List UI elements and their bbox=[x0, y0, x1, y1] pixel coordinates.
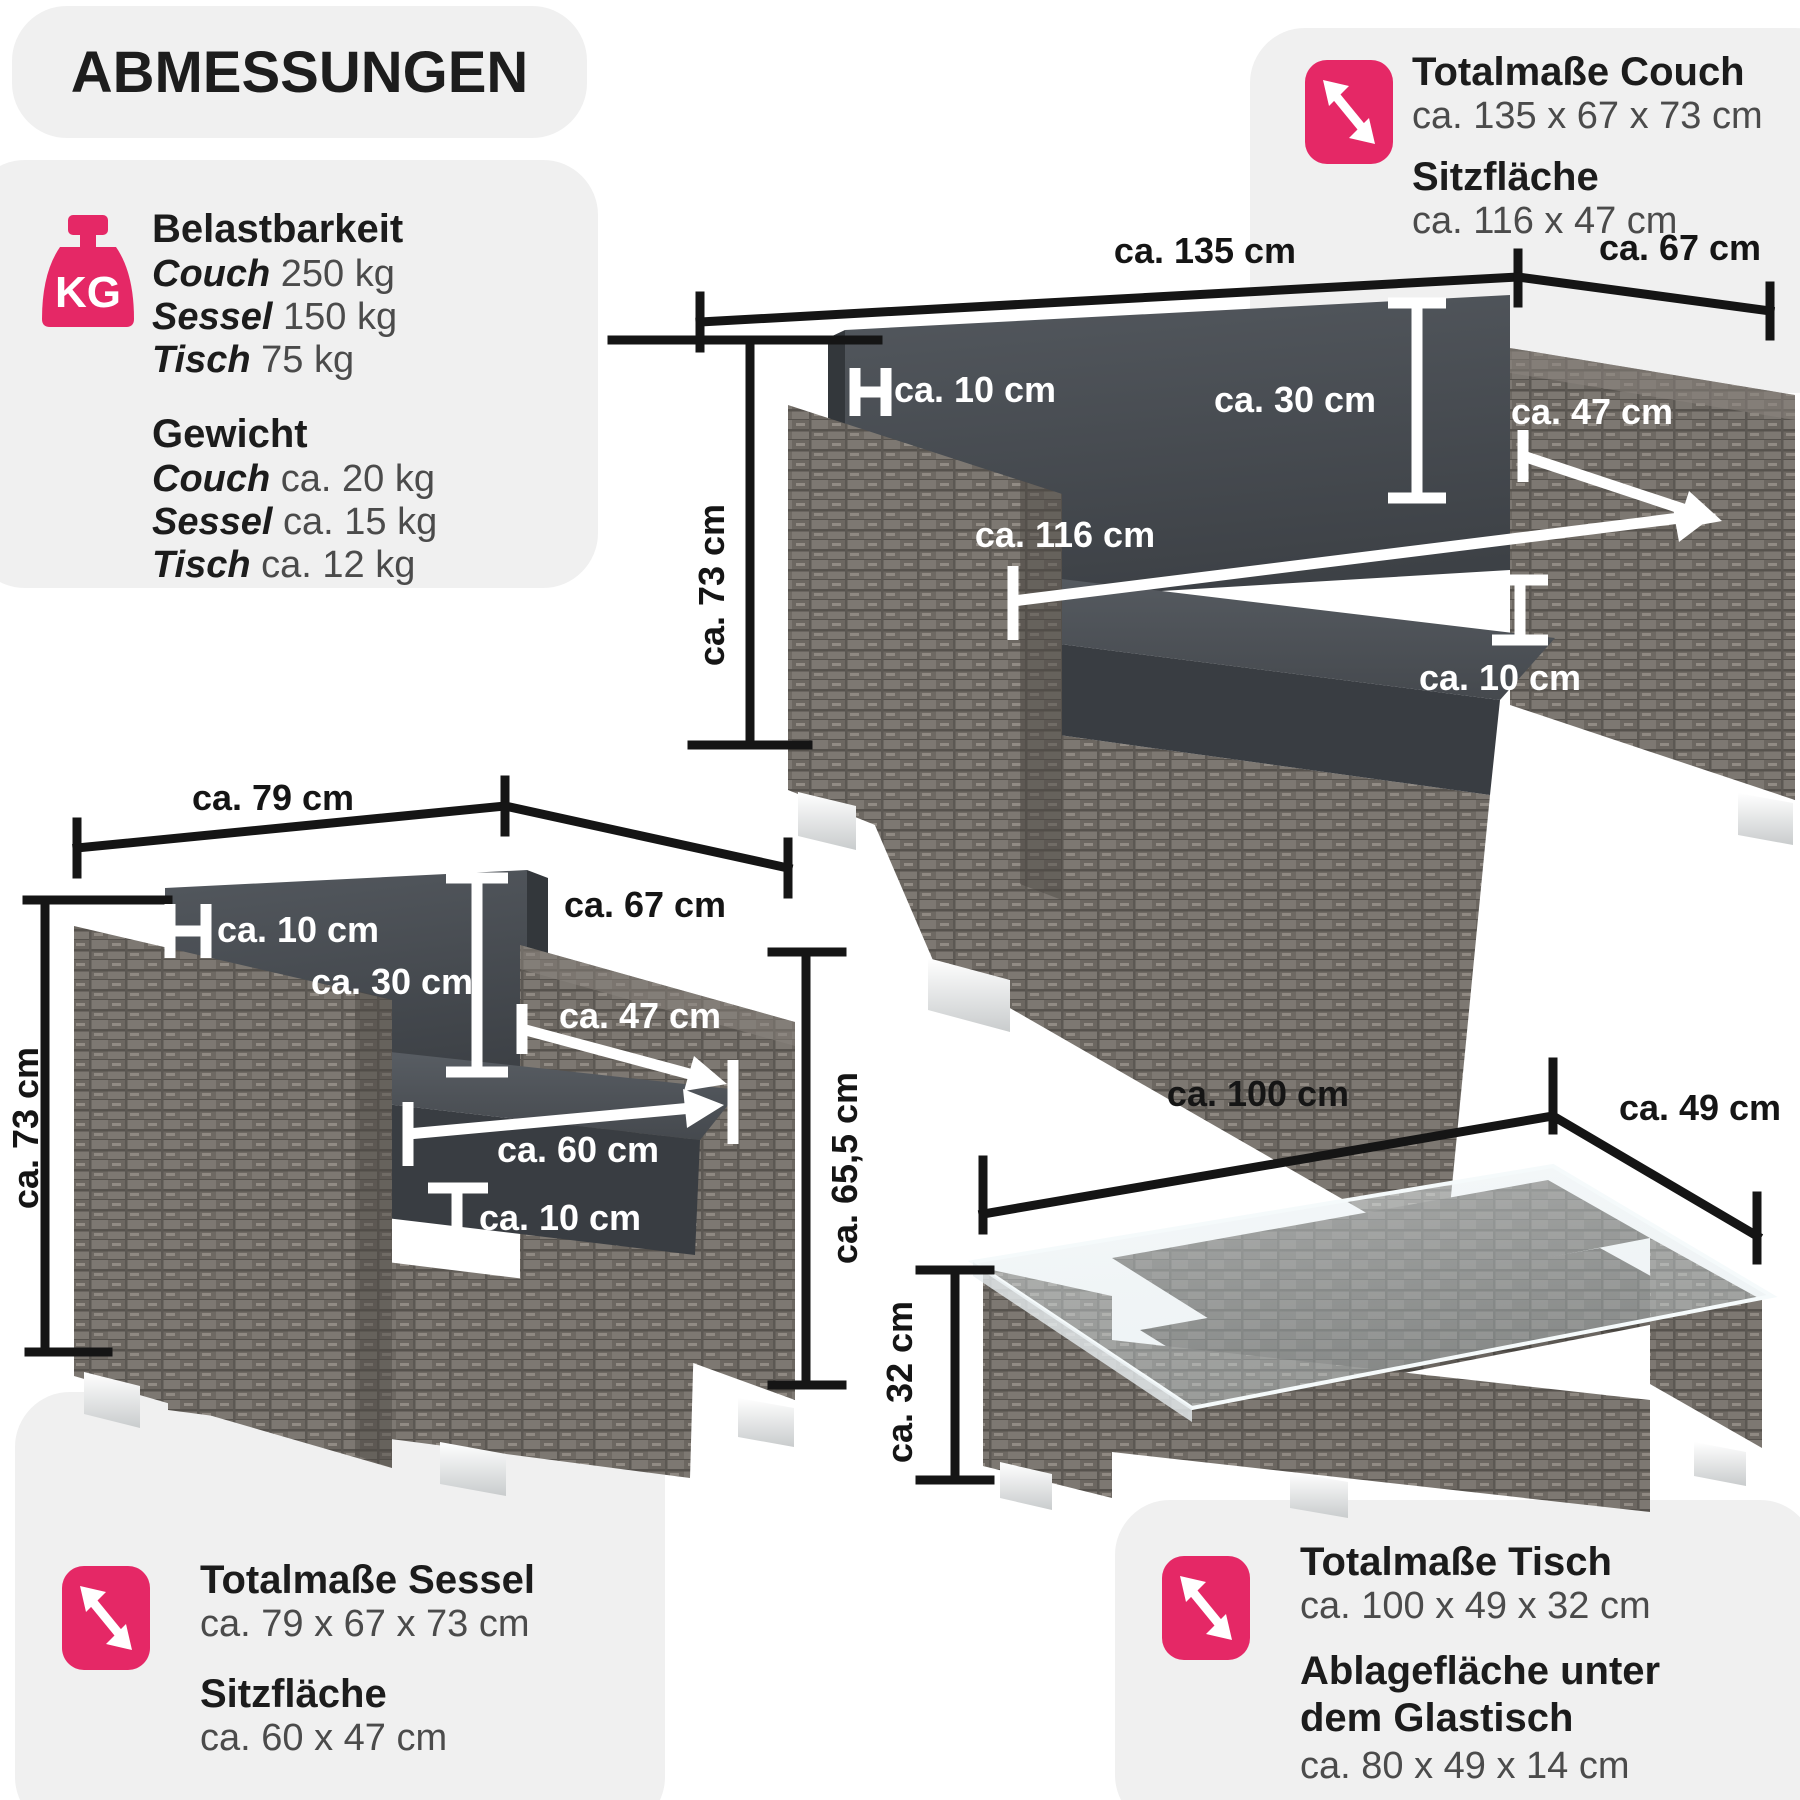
sessel-seat-width-label: ca. 60 cm bbox=[496, 1129, 660, 1170]
weight-row: Couch ca. 20 kg bbox=[152, 458, 435, 501]
weight-heading: Gewicht bbox=[152, 412, 308, 456]
weight-item-name: Tisch bbox=[152, 544, 251, 586]
white-arrowheads bbox=[683, 491, 1722, 1128]
couch-back-height-label: ca. 30 cm bbox=[1213, 379, 1377, 420]
load-heading: Belastbarkeit bbox=[152, 207, 404, 251]
weight-item-name: Couch bbox=[152, 458, 271, 500]
couch-info-subdims: ca. 116 x 47 cm bbox=[1412, 200, 1678, 242]
couch-depth-label: ca. 67 cm bbox=[1598, 227, 1762, 268]
load-item-value: 75 kg bbox=[261, 339, 355, 381]
kg-weight-icon: KG bbox=[42, 215, 134, 327]
load-row: Sessel 150 kg bbox=[152, 296, 397, 339]
load-item-value: 150 kg bbox=[283, 296, 398, 338]
couch-info-subtitle: Sitzfläche bbox=[1412, 155, 1599, 199]
couch-seat-depth-label: ca. 47 cm bbox=[1510, 391, 1674, 432]
tisch-info-subtitle: Ablagefläche unter dem Glastisch bbox=[1300, 1649, 1661, 1741]
black-dimension-lines bbox=[22, 248, 1776, 1485]
tisch-info-dims: ca. 100 x 49 x 32 cm bbox=[1300, 1585, 1651, 1627]
tisch-info-title: Totalmaße Tisch bbox=[1300, 1540, 1612, 1584]
sessel-info-title: Totalmaße Sessel bbox=[200, 1558, 535, 1602]
tisch-width-label: ca. 100 cm bbox=[1166, 1073, 1350, 1114]
page-title: ABMESSUNGEN bbox=[70, 39, 529, 105]
load-item-value: 250 kg bbox=[280, 253, 395, 295]
white-dimension-lines bbox=[164, 297, 1694, 1264]
weight-item-value: ca. 20 kg bbox=[280, 458, 435, 500]
dimensions-arrow-icon bbox=[1162, 1556, 1250, 1660]
couch-illustration bbox=[788, 295, 1795, 1304]
weight-row: Sessel ca. 15 kg bbox=[152, 501, 437, 544]
couch-seat-width-label: ca. 116 cm bbox=[974, 514, 1156, 555]
armchair-illustration bbox=[74, 870, 795, 1496]
sessel-armrest-height-label: ca. 65,5 cm bbox=[824, 1071, 865, 1265]
dimensions-arrow-icon bbox=[1305, 60, 1393, 164]
weight-row: Tisch ca. 12 kg bbox=[152, 544, 415, 587]
sessel-width-label: ca. 79 cm bbox=[191, 777, 355, 818]
weight-item-value: ca. 15 kg bbox=[283, 501, 438, 543]
tisch-depth-label: ca. 49 cm bbox=[1618, 1087, 1782, 1128]
couch-seat-thickness-label: ca. 10 cm bbox=[1418, 657, 1582, 698]
sessel-back-height-label: ca. 30 cm bbox=[310, 961, 474, 1002]
title-panel: ABMESSUNGEN bbox=[12, 6, 587, 138]
sessel-info-subdims: ca. 60 x 47 cm bbox=[200, 1717, 448, 1759]
dimensions-arrow-icon bbox=[62, 1566, 150, 1670]
tisch-info-subdims: ca. 80 x 49 x 14 cm bbox=[1300, 1745, 1630, 1787]
couch-back-thickness-label: ca. 10 cm bbox=[893, 369, 1057, 410]
couch-info-title: Totalmaße Couch bbox=[1412, 50, 1745, 94]
load-row: Tisch 75 kg bbox=[152, 339, 354, 382]
couch-width-label: ca. 135 cm bbox=[1113, 230, 1297, 271]
load-item-name: Tisch bbox=[152, 339, 251, 381]
load-item-name: Couch bbox=[152, 253, 271, 295]
kg-icon-label: KG bbox=[55, 268, 121, 317]
couch-height-label: ca. 73 cm bbox=[691, 503, 732, 667]
sessel-seat-thickness-label: ca. 10 cm bbox=[478, 1197, 642, 1238]
sessel-height-label: ca. 73 cm bbox=[5, 1046, 46, 1210]
couch-info-dims: ca. 135 x 67 x 73 cm bbox=[1412, 95, 1763, 137]
weight-item-value: ca. 12 kg bbox=[261, 544, 416, 586]
sessel-info-subtitle: Sitzfläche bbox=[200, 1672, 387, 1716]
load-row: Couch 250 kg bbox=[152, 253, 395, 296]
sessel-depth-label: ca. 67 cm bbox=[563, 884, 727, 925]
sessel-info-dims: ca. 79 x 67 x 73 cm bbox=[200, 1603, 530, 1645]
load-item-name: Sessel bbox=[152, 296, 273, 338]
sessel-back-thickness-label: ca. 10 cm bbox=[216, 909, 380, 950]
table-illustration bbox=[967, 1163, 1778, 1518]
tisch-height-label: ca. 32 cm bbox=[879, 1300, 920, 1464]
weight-item-name: Sessel bbox=[152, 501, 273, 543]
sessel-seat-depth-label: ca. 47 cm bbox=[558, 995, 722, 1036]
